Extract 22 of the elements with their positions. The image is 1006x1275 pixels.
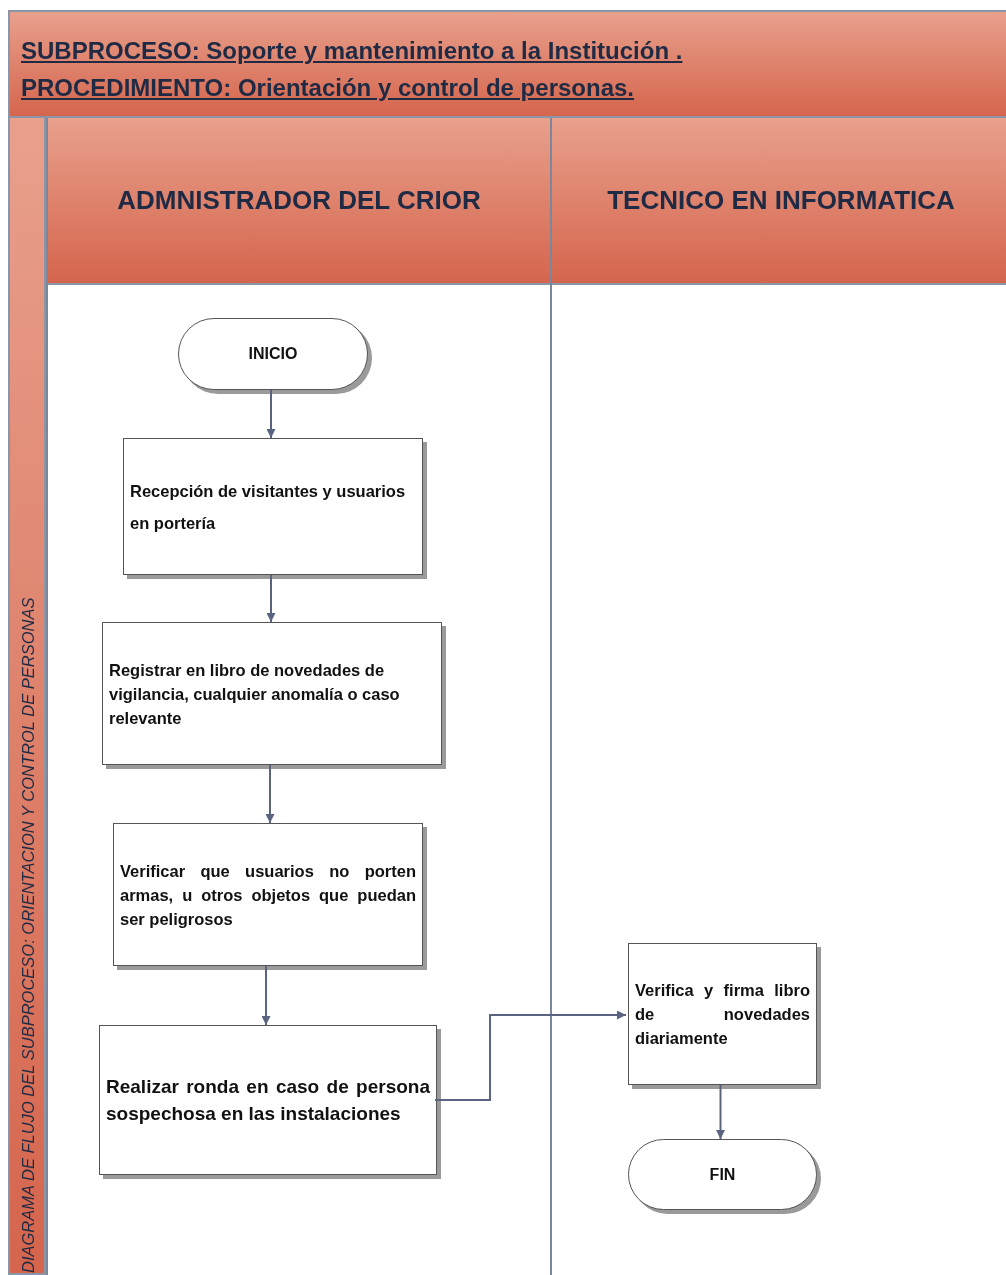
arrow xyxy=(265,764,275,824)
node-text: Realizar ronda en caso de persona sospechosa en las instalaciones xyxy=(106,1075,430,1126)
title-band xyxy=(8,10,1006,118)
swimlane xyxy=(550,118,1006,1275)
node-text: INICIO xyxy=(248,344,298,364)
arrow xyxy=(261,965,271,1026)
title-text: PROCEDIMIENTO: Orientación y control de personas. xyxy=(21,73,634,103)
lane-title: TECNICO EN INFORMATICA xyxy=(607,185,955,216)
arrow xyxy=(266,574,276,623)
node-text: Recepción de visitantes y usuarios en portería xyxy=(130,480,407,534)
side-band xyxy=(8,118,46,1275)
arrow xyxy=(434,1010,627,1101)
arrow xyxy=(266,389,276,439)
swimlane xyxy=(46,118,550,1275)
title-text: SUBPROCESO: Soporte y mantenimiento a la Institución . xyxy=(21,36,683,66)
node-text: FIN xyxy=(709,1164,736,1185)
vertical-title: DIAGRAMA DE FLUJO DEL SUBPROCESO: ORIENTACION Y CONTROL DE PERSONAS xyxy=(18,597,38,1273)
node-text: Verifica y firma libro de novedades diariamente xyxy=(635,980,810,1049)
arrow xyxy=(716,1084,725,1140)
node-text: Registrar en libro de novedades de vigilancia, cualquier anomalía o caso relevante xyxy=(109,659,401,729)
lane-title: ADMNISTRADOR DEL CRIOR xyxy=(117,185,481,216)
node-text: Verificar que usuarios no porten armas, u otros objetos que puedan ser peligrosos xyxy=(120,860,416,930)
